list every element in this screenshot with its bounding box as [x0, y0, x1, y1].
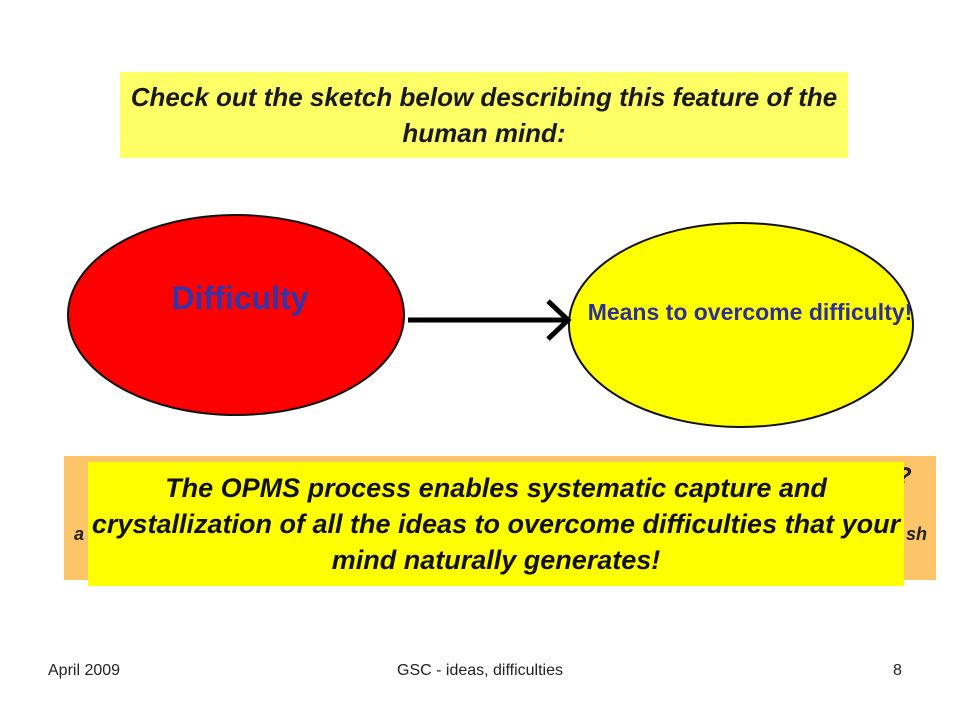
page-number: 8 [893, 662, 902, 679]
footer-title: GSC - ideas, difficulties [397, 662, 563, 679]
title-text: Check out the sketch below describing th… [130, 82, 838, 148]
means-ellipse [568, 222, 914, 428]
hidden-text-fragment-left: a [74, 524, 85, 544]
footer-date: April 2009 [48, 662, 121, 679]
means-label: Means to overcome difficulty! [587, 299, 913, 325]
difficulty-label: Difficulty [171, 280, 309, 316]
opms-callout-box: The OPMS process enables systematic capt… [88, 462, 904, 586]
difficulty-ellipse [67, 214, 405, 416]
hidden-text-fragment-right: sh [906, 524, 928, 544]
arrow-head [546, 299, 572, 341]
opms-callout-text: The OPMS process enables systematic capt… [91, 473, 901, 575]
title-box: Check out the sketch below describing th… [120, 72, 848, 158]
